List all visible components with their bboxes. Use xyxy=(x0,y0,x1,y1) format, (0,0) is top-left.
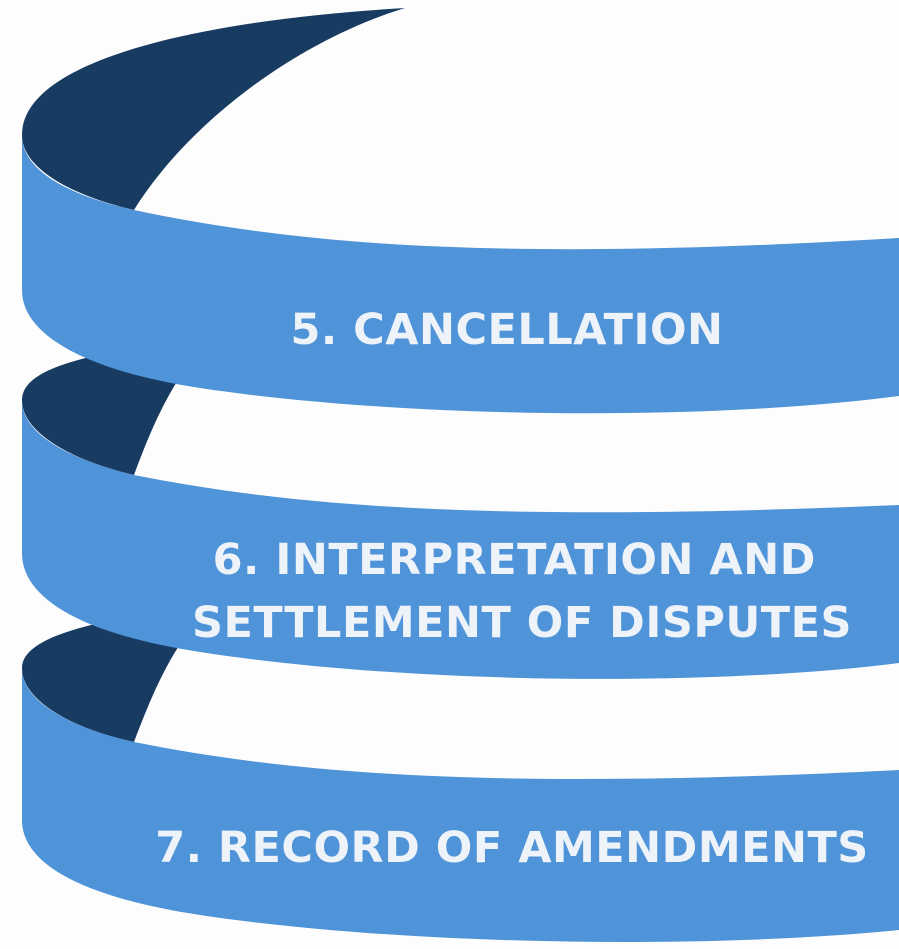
band-6-label-line-2: SETTLEMENT OF DISPUTES xyxy=(192,598,852,648)
band-5-label: 5. CANCELLATION xyxy=(290,305,723,355)
band-6-front-face xyxy=(22,400,899,679)
band-5-label-line-1: 5. CANCELLATION xyxy=(290,305,723,355)
band-6-label-line-1: 6. INTERPRETATION AND xyxy=(213,535,816,585)
band-7-label-line-1: 7. RECORD OF AMENDMENTS xyxy=(155,823,869,873)
band-5-front-face xyxy=(22,135,899,414)
band-5: 5. CANCELLATION xyxy=(22,8,899,414)
band-7-label: 7. RECORD OF AMENDMENTS xyxy=(155,823,869,873)
band-6: 6. INTERPRETATION AND SETTLEMENT OF DISP… xyxy=(22,338,899,679)
band-7-front-face xyxy=(22,668,899,942)
band-6-label: 6. INTERPRETATION AND SETTLEMENT OF DISP… xyxy=(192,535,852,648)
band-5-back-fold xyxy=(22,8,405,210)
